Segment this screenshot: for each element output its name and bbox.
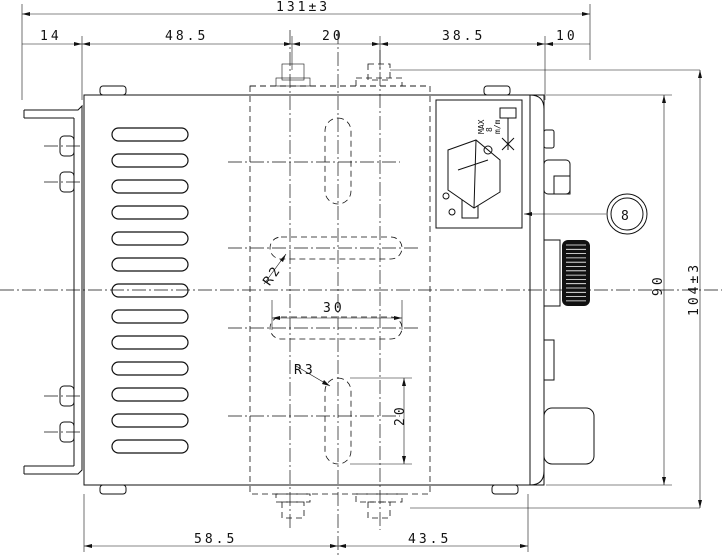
mounting-flange (23, 104, 83, 475)
horizontal-slot-lower (269, 316, 403, 340)
height-overall-label: 104±3 (687, 262, 702, 316)
vent-slot (111, 413, 189, 428)
bottom-connector (543, 407, 595, 465)
ventilation-slots (111, 127, 189, 454)
mounting-bracket (249, 63, 700, 519)
top-nut (367, 63, 391, 81)
right-margin-label: 10 (556, 29, 578, 44)
vent-slot (111, 361, 189, 376)
vent-slot (111, 309, 189, 324)
bottom-dimensions: 58.5 43.5 (83, 494, 529, 552)
slot-width-label: 30 (323, 301, 345, 316)
vent-slot (111, 231, 189, 246)
vent-slot (111, 257, 189, 272)
callout: 8 (524, 193, 648, 235)
vent-slot (111, 387, 189, 402)
right-offset-label: 38.5 (442, 29, 485, 44)
max-unit: m/m (493, 119, 502, 134)
right-dimensions: 90 104±3 (546, 70, 702, 508)
connector (543, 159, 571, 195)
vent-slot (111, 179, 189, 194)
centerlines (0, 30, 722, 558)
callout-circle (606, 193, 648, 235)
foot (491, 484, 519, 495)
callout-number: 8 (621, 209, 632, 224)
slot-height-label: 20 (393, 404, 408, 426)
bracket-width-label: 20 (322, 29, 344, 44)
top-nut-base (275, 77, 311, 87)
vent-slot (111, 153, 189, 168)
vent-slot (111, 335, 189, 350)
inner-dimensions: 30 R2 R3 20 (260, 253, 412, 465)
vent-slot (111, 439, 189, 454)
max-label: MAX (477, 119, 486, 134)
knob-base (543, 239, 561, 307)
vent-slot (111, 283, 189, 298)
bottom-left-label: 58.5 (194, 532, 237, 547)
overall-width-label: 131±3 (276, 0, 330, 15)
height-inner-label: 90 (651, 274, 666, 296)
max-value: 8 (485, 127, 494, 132)
label-plate: MAX 8 m/m (435, 99, 523, 229)
radius-large-label: R3 (294, 363, 316, 378)
horizontal-slot-upper (269, 236, 403, 260)
radius-small-label: R2 (260, 262, 285, 288)
vent-slot (111, 127, 189, 142)
foot (99, 85, 127, 96)
top-nut-base (355, 77, 403, 87)
left-flange-label: 14 (40, 29, 62, 44)
top-dimensions: 131±3 14 48.5 20 38.5 10 (21, 0, 591, 100)
foot (483, 85, 511, 96)
front-offset-label: 48.5 (165, 29, 208, 44)
vent-slot (111, 205, 189, 220)
label-plate-outline (435, 99, 523, 229)
bottom-right-label: 43.5 (408, 532, 451, 547)
adjustment-knob (562, 240, 590, 306)
foot (99, 484, 127, 495)
right-side-components (543, 129, 595, 465)
top-nut (281, 63, 305, 81)
